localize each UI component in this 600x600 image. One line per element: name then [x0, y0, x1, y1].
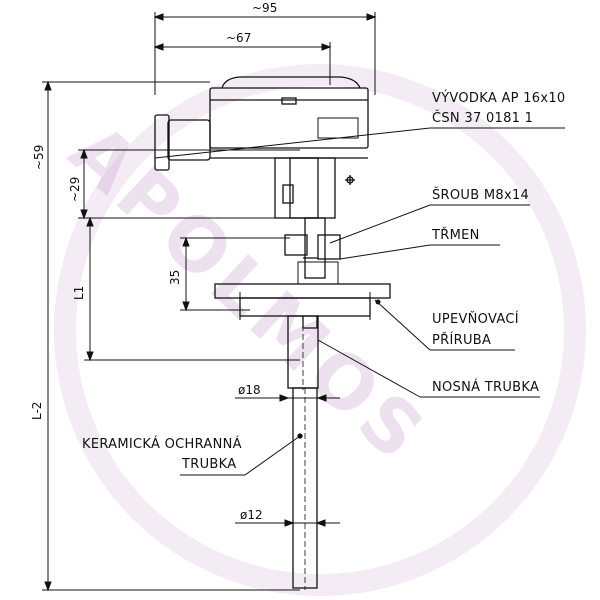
connection-head: [154, 76, 369, 185]
neck-assembly: [274, 157, 341, 285]
label-vyvodka-line1: VÝVODKA AP 16x10: [432, 91, 566, 106]
dim-overall-width: ~95: [252, 1, 278, 15]
dim-length-l1: L1: [72, 285, 86, 300]
left-dimensions: [42, 80, 300, 592]
dim-length-l2: L-2: [30, 401, 44, 420]
label-priruba-line1: UPEVŇOVACÍ: [432, 312, 519, 327]
top-dimensions: [153, 12, 377, 95]
label-priruba-line2: PŘÍRUBA: [432, 333, 492, 348]
leader-lines: [154, 127, 565, 476]
label-vyvodka-line2: ČSN 37 0181 1: [432, 111, 534, 126]
label-sroub: ŠROUB M8x14: [432, 188, 530, 203]
protection-tubes: [287, 315, 319, 590]
dim-bracket-height: 35: [168, 269, 182, 285]
dim-height-top: ~59: [32, 144, 46, 170]
label-keramicka-line2: TRUBKA: [182, 457, 237, 472]
mounting-flange: [214, 283, 391, 329]
dim-dia-tube: ø18: [238, 383, 261, 397]
dim-dia-tip: ø12: [240, 508, 263, 522]
label-trmen: TŘMEN: [432, 228, 480, 243]
dim-head-width: ~67: [226, 31, 252, 45]
dim-height-mid: ~29: [68, 176, 82, 202]
diameter-dimensions: [235, 394, 340, 527]
label-nosna: NOSNÁ TRUBKA: [432, 380, 540, 395]
label-keramicka-line1: KERAMICKÁ OCHRANNÁ: [82, 437, 242, 452]
